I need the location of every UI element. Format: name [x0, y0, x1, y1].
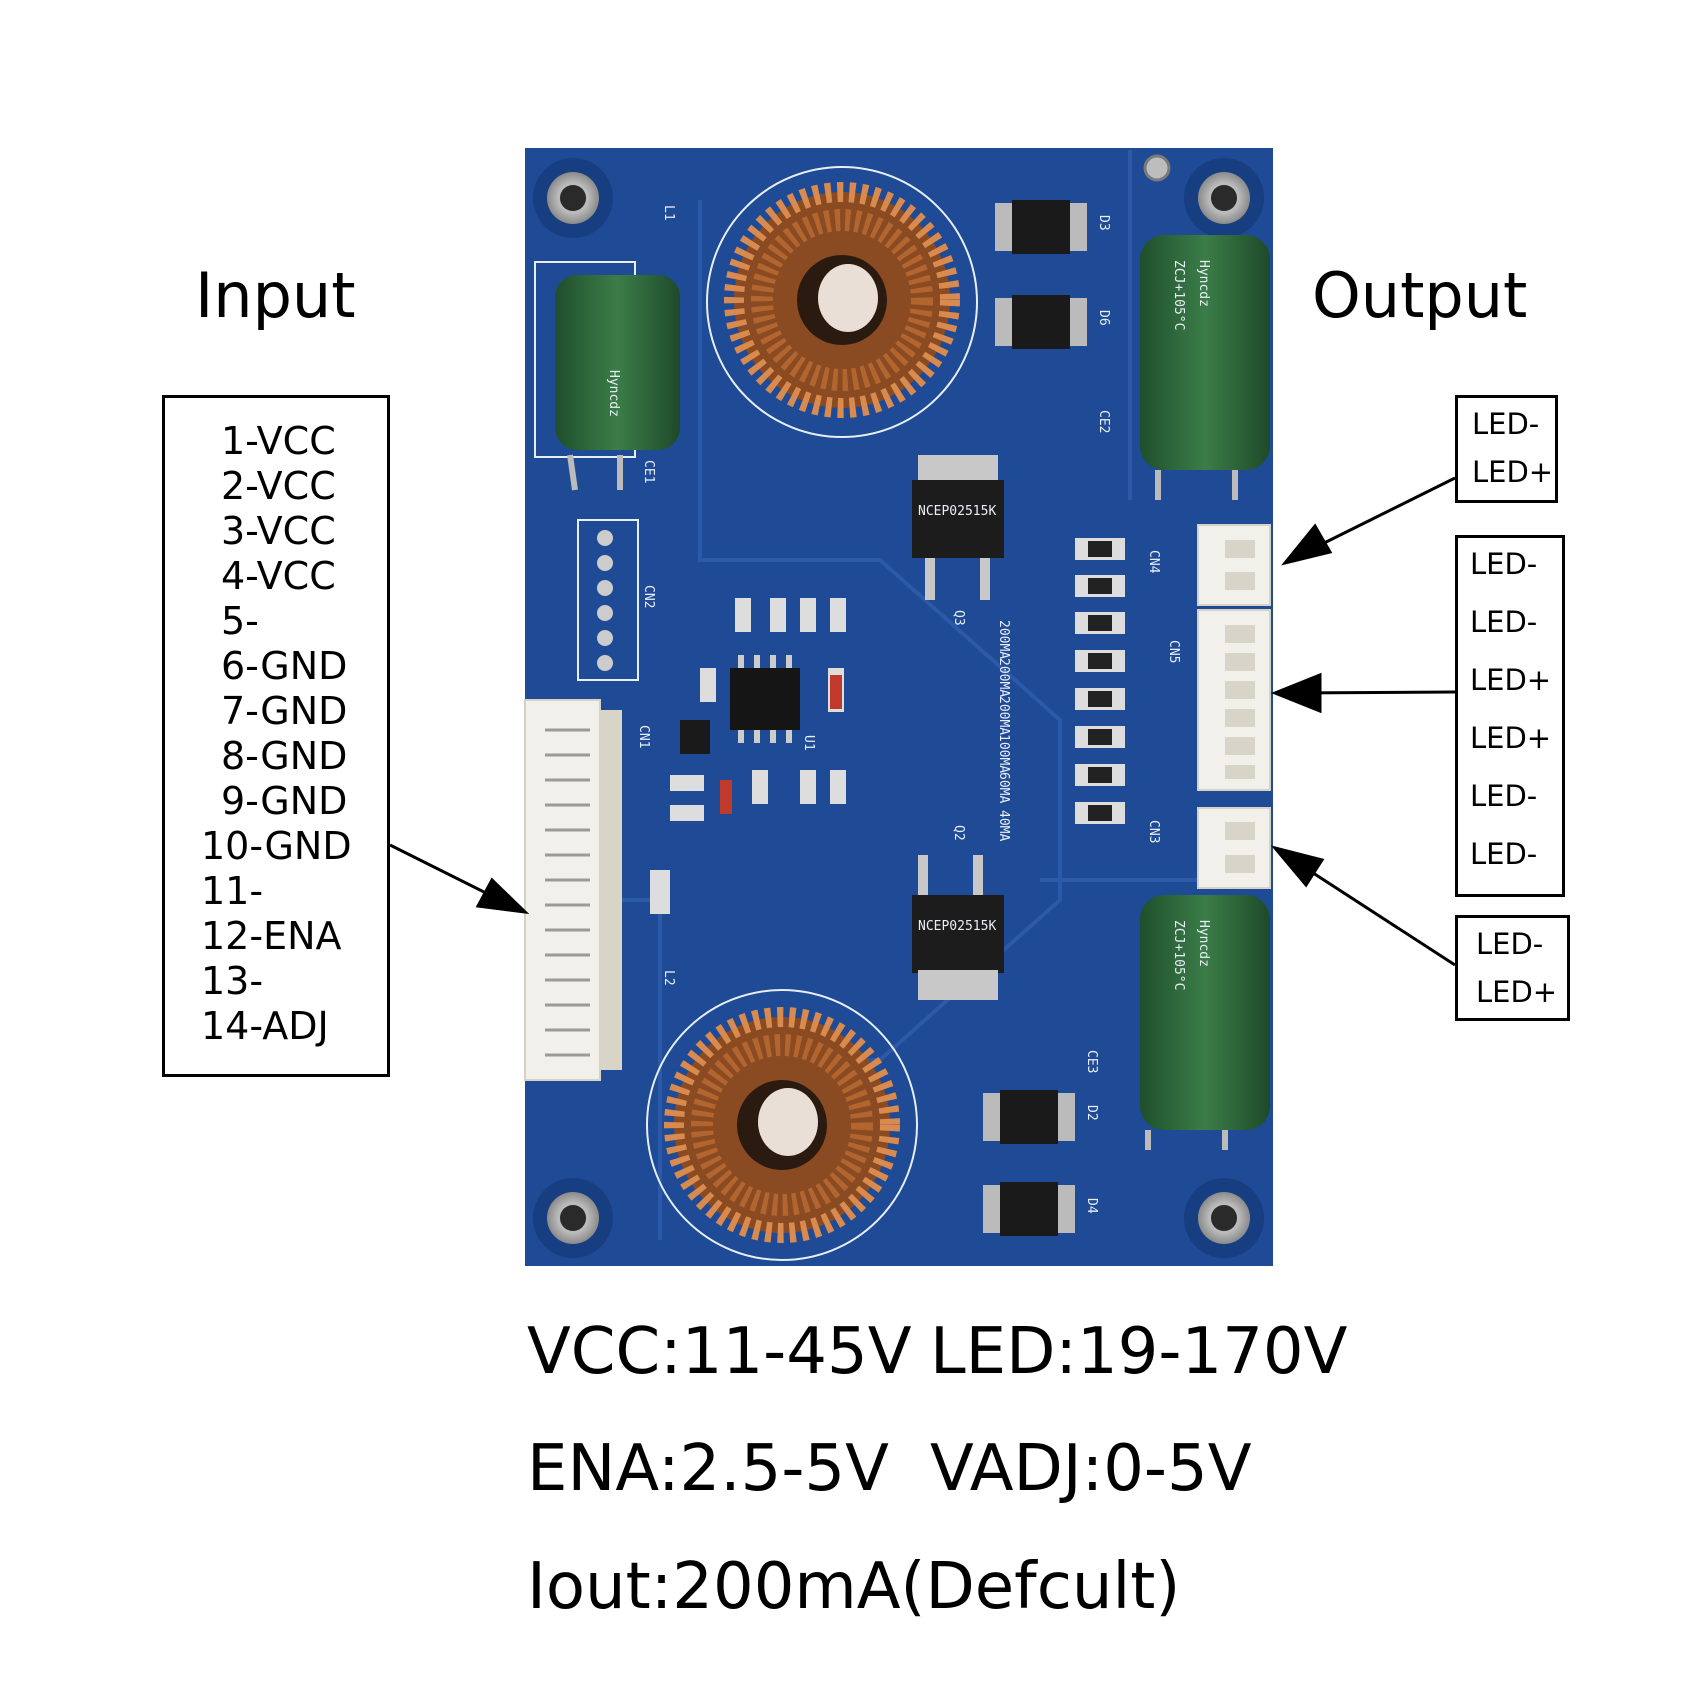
current-label-1: 200MA	[996, 620, 1011, 659]
label-cn5: CN5	[1166, 640, 1181, 663]
arrow-output-middle	[1270, 672, 1456, 714]
label-d2: D2	[1084, 1105, 1099, 1121]
input-pin-box: 1-VCC 2-VCC 3-VCC 4-VCC 5- 6-GND 7-GND 8…	[162, 395, 390, 1077]
diode-d4	[983, 1182, 1075, 1236]
input-pin-2: 2-VCC	[221, 464, 336, 508]
connector-cn5	[1197, 609, 1271, 791]
spec-vcc: VCC:11-45V	[527, 1315, 912, 1389]
label-q2: Q2	[951, 825, 966, 841]
output-mid-label-6: LED-	[1470, 837, 1538, 871]
input-pin-9: 9-GND	[221, 779, 348, 823]
mosfet-q3-marking: NCEP02515K	[918, 504, 996, 519]
label-d4: D4	[1084, 1198, 1099, 1214]
output-mid-label-2: LED-	[1470, 605, 1538, 639]
output-mid-label-3: LED+	[1470, 663, 1552, 697]
connector-cn1-pins	[545, 728, 590, 1057]
current-label-3: 200MA	[996, 696, 1011, 735]
label-d6: D6	[1096, 310, 1111, 326]
diode-d3	[995, 200, 1087, 254]
mounting-hole-bottom-left	[533, 1178, 613, 1258]
toroid-inductor-l2	[646, 989, 918, 1261]
cap-brand-text-ce2: Hyncdz	[1196, 260, 1211, 307]
output-box-middle: LED- LED- LED+ LED+ LED- LED-	[1455, 535, 1565, 897]
output-box-bottom: LED- LED+	[1455, 915, 1570, 1021]
output-heading: Output	[1312, 259, 1528, 332]
output-mid-label-4: LED+	[1470, 721, 1552, 755]
label-ce1: CE1	[641, 460, 656, 483]
connector-cn1	[524, 699, 622, 1081]
connector-cn4	[1197, 524, 1271, 606]
diode-d2	[983, 1090, 1075, 1144]
spec-ena: ENA:2.5-5V	[527, 1432, 889, 1506]
mosfet-q2-marking: NCEP02515K	[918, 919, 996, 934]
diode-d6	[995, 295, 1087, 349]
label-cn2: CN2	[641, 585, 656, 608]
output-mid-label-1: LED-	[1470, 547, 1538, 581]
input-pin-10: 10-GND	[201, 824, 352, 868]
input-pin-5: 5-	[221, 599, 259, 643]
mounting-hole-top-left	[533, 158, 613, 238]
mounting-hole-bottom-right	[1184, 1178, 1264, 1258]
mounting-hole-top-right	[1184, 158, 1264, 238]
output-bottom-label-2: LED+	[1476, 975, 1558, 1009]
input-pin-12: 12-ENA	[201, 914, 342, 958]
cap-brand-text-ce3: Hyncdz	[1196, 920, 1211, 967]
output-bottom-label-1: LED-	[1476, 927, 1544, 961]
input-pin-1: 1-VCC	[221, 419, 336, 463]
label-cn3: CN3	[1146, 820, 1161, 843]
current-label-2: 200MA	[996, 658, 1011, 697]
connector-cn2	[577, 519, 639, 681]
output-mid-label-5: LED-	[1470, 779, 1538, 813]
current-label-5: 60MA	[996, 772, 1011, 803]
label-d3: D3	[1096, 215, 1111, 231]
mosfet-q3: NCEP02515K	[912, 455, 1004, 600]
input-pin-6: 6-GND	[221, 644, 348, 688]
input-pin-13: 13-	[201, 959, 264, 1003]
capacitor-ce1: Hyncdz	[555, 275, 680, 491]
label-q3: Q3	[951, 610, 966, 626]
input-pin-14: 14-ADJ	[201, 1004, 329, 1048]
input-pin-4: 4-VCC	[221, 554, 336, 598]
input-pin-8: 8-GND	[221, 734, 348, 778]
spec-iout: Iout:200mA(Defcult)	[527, 1550, 1181, 1624]
input-heading: Input	[195, 259, 356, 332]
output-box-top: LED- LED+	[1455, 395, 1558, 503]
ic-u1	[730, 655, 800, 743]
output-top-label-1: LED-	[1472, 407, 1540, 441]
resistor-array	[1075, 538, 1125, 824]
cap-spec-text-ce3: ZCJ+105°C	[1171, 920, 1186, 990]
input-pin-3: 3-VCC	[221, 509, 336, 553]
arrow-input	[389, 843, 530, 915]
input-pin-7: 7-GND	[221, 689, 348, 733]
label-cn1: CN1	[636, 725, 651, 748]
mosfet-q2: NCEP02515K	[912, 855, 1004, 1000]
toroid-inductor-l1	[706, 166, 978, 438]
label-ce3: CE3	[1084, 1050, 1099, 1073]
label-ce2: CE2	[1096, 410, 1111, 433]
cap-brand-text: Hyncdz	[606, 370, 621, 417]
arrow-output-top	[1281, 476, 1456, 566]
connector-cn3	[1197, 807, 1271, 889]
label-l2: L2	[661, 970, 676, 986]
capacitor-ce3: Hyncdz ZCJ+105°C	[1140, 895, 1270, 1150]
cap-spec-text-ce2: ZCJ+105°C	[1171, 260, 1186, 330]
spec-vadj: VADJ:0-5V	[930, 1432, 1252, 1506]
arrow-output-bottom	[1270, 845, 1456, 967]
label-l1: L1	[661, 205, 676, 221]
input-pin-11: 11-	[201, 869, 264, 913]
current-label-4: 100MA	[996, 734, 1011, 773]
current-label-6: 40MA	[996, 810, 1011, 841]
label-cn4: CN4	[1146, 550, 1161, 574]
capacitor-ce2: Hyncdz ZCJ+105°C	[1140, 235, 1270, 500]
output-top-label-2: LED+	[1472, 455, 1554, 489]
spec-led: LED:19-170V	[930, 1315, 1348, 1389]
label-u1: U1	[801, 735, 816, 751]
